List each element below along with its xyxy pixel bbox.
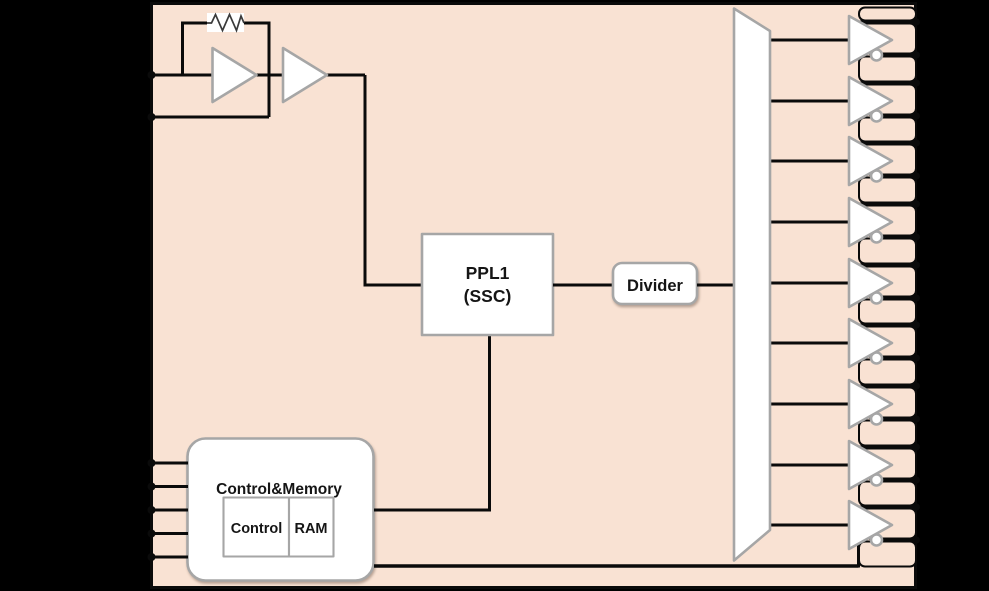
buffer-triangle-icon [847, 257, 894, 309]
output-pin-dot [913, 536, 920, 544]
control-input-pins [147, 459, 188, 561]
clock-output-buffer [770, 439, 920, 491]
output-pin-tab [858, 237, 917, 265]
output-pin-tab [858, 480, 917, 507]
ram-label: RAM [294, 521, 327, 537]
buffer-triangle-icon [847, 499, 894, 551]
output-pin-dot [913, 18, 920, 26]
output-pin-dot [913, 139, 920, 147]
clock-output-buffer [770, 257, 920, 309]
control-memory-title: Control&Memory [216, 481, 342, 498]
output-pin-dot [913, 354, 920, 362]
output-pin-dot [913, 51, 920, 59]
buffer-triangle-icon [847, 439, 894, 491]
divider-block: Divider [611, 261, 699, 306]
buffer-triangle-icon [847, 196, 894, 248]
control-to-pll-wire [374, 336, 491, 512]
buffer-triangle-icon [847, 14, 894, 66]
output-pin-tab [858, 419, 917, 447]
output-pin-dot [913, 476, 920, 484]
divider-label: Divider [627, 277, 684, 295]
pin-dot [147, 529, 156, 538]
clock-output-buffer [770, 499, 920, 551]
output-pin-dot [913, 443, 920, 451]
osc-amplifier-icon [281, 46, 329, 104]
fanout-mux [732, 7, 772, 562]
buffer-triangle-icon [847, 75, 894, 127]
clock-output-buffer [770, 196, 920, 248]
clock-output-buffer [770, 75, 920, 127]
output-pin-dot [913, 172, 920, 180]
osc-amplifier-icon [211, 46, 258, 104]
pll-box [420, 232, 555, 337]
ram-box [287, 496, 335, 558]
output-pin-tab [858, 540, 917, 568]
pll-label-line1: PPL1 [466, 263, 510, 283]
buffer-triangle-icon [847, 135, 894, 187]
output-pin-dot [913, 79, 920, 87]
resistor-zigzag-icon [207, 12, 245, 33]
pll-label-line2: (SSC) [464, 286, 512, 306]
pin-dot [147, 482, 156, 491]
pin-dot [147, 113, 156, 121]
oscillator-section [147, 12, 365, 121]
clock-output-buffer [770, 135, 920, 187]
clock-output-buffer [770, 14, 920, 66]
pin-dot [147, 506, 156, 514]
output-pin-tab [858, 116, 917, 143]
output-pin-dot [913, 233, 920, 241]
output-pin-dot [913, 200, 920, 208]
control-memory-block: Control&Memory Control RAM [186, 437, 375, 582]
output-pin-dot [913, 321, 920, 329]
output-pin-dot [913, 294, 920, 302]
pll-block: PPL1 (SSC) [420, 232, 555, 337]
output-pin-dot [913, 503, 920, 511]
buffer-triangle-icon [847, 378, 894, 430]
output-pin-tab [858, 358, 917, 386]
output-pin-dot [913, 261, 920, 269]
output-buffer-column [770, 6, 920, 568]
output-pin-tab [858, 298, 917, 325]
osc-to-pll-wire [363, 75, 422, 287]
output-pin-tab [858, 55, 917, 83]
clock-output-buffer [770, 378, 920, 430]
pin-dot [147, 71, 156, 79]
output-pin-dot [913, 112, 920, 120]
output-pin-dot [913, 415, 920, 423]
buffer-triangle-icon [847, 317, 894, 369]
output-pin-tab [858, 176, 917, 204]
output-pin-tab [858, 6, 917, 22]
pin-dot [147, 459, 156, 467]
output-pin-dot [913, 382, 920, 390]
control-label: Control [231, 521, 283, 537]
pin-dot [147, 553, 156, 561]
clock-output-buffer [770, 317, 920, 369]
control-box [222, 496, 291, 558]
